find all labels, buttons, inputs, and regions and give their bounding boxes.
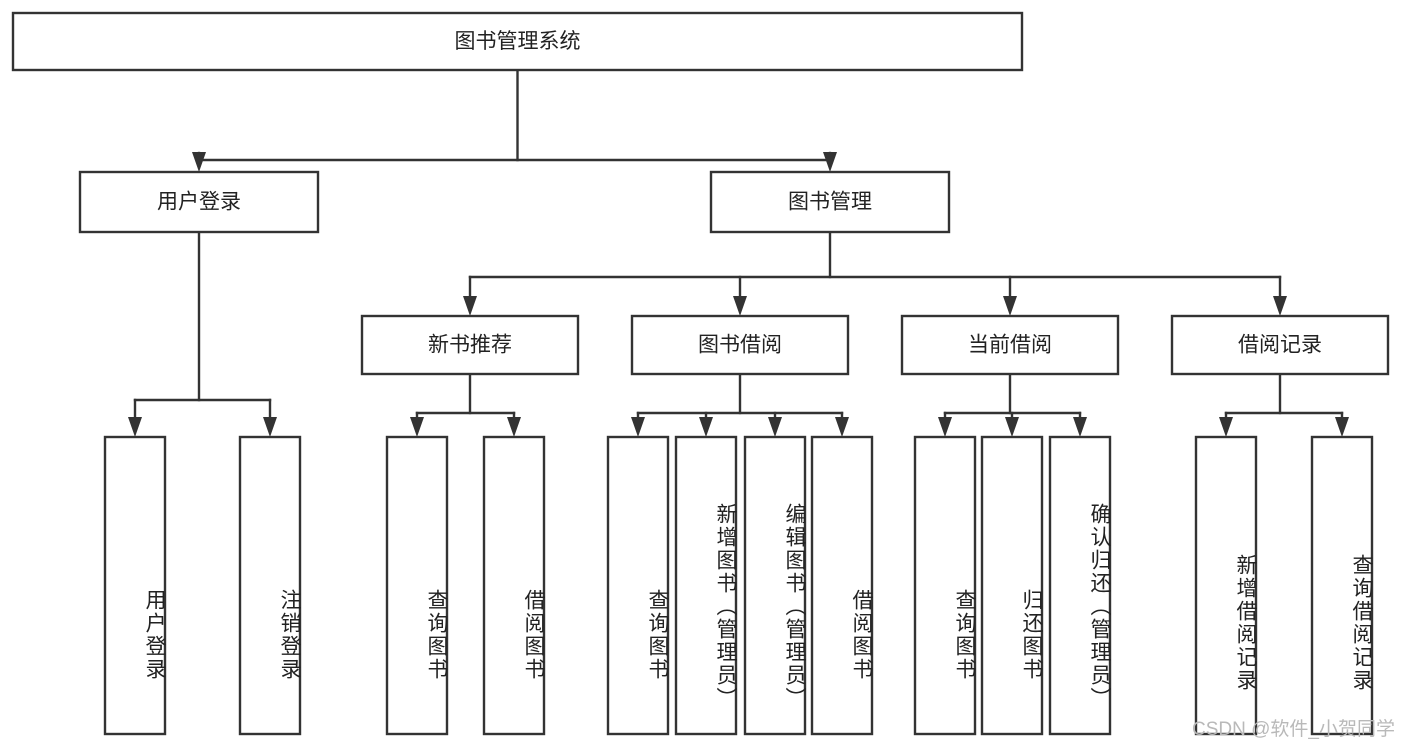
node-box-leaf-7 — [810, 435, 874, 736]
node-label-level3-0: 新书推荐 — [428, 334, 512, 357]
csdn-watermark: CSDN @软件_小贺同学 — [1192, 719, 1395, 740]
node-box-leaf-2 — [385, 435, 449, 736]
node-label-leaf-8: 查询图书 — [953, 588, 976, 681]
node-label-leaf-1: 注销登录 — [278, 588, 301, 681]
node-box-leaf-12 — [1310, 435, 1374, 736]
node-box-level3-0 — [360, 314, 580, 376]
arrow-head-icon — [192, 152, 206, 172]
connector-lines — [128, 68, 1349, 437]
node-box-leaf-10 — [1048, 435, 1112, 736]
node-box-root — [11, 11, 1024, 72]
arrow-head-icon — [631, 417, 645, 437]
node-box-leaf-3 — [482, 435, 546, 736]
arrow-head-icon — [733, 296, 747, 316]
node-box-leaf-9 — [980, 435, 1044, 736]
node-label-leaf-5: 新增图书（管理员） — [714, 502, 737, 710]
node-label-leaf-2: 查询图书 — [425, 588, 448, 681]
node-boxes — [11, 11, 1390, 736]
arrow-head-icon — [1003, 296, 1017, 316]
node-box-leaf-11 — [1194, 435, 1258, 736]
arrow-head-icon — [835, 417, 849, 437]
arrow-head-icon — [1335, 417, 1349, 437]
node-label-leaf-0: 用户登录 — [143, 588, 166, 681]
node-box-leaf-5 — [674, 435, 738, 736]
arrow-head-icon — [1219, 417, 1233, 437]
arrow-head-icon — [1005, 417, 1019, 437]
node-label-root: 图书管理系统 — [455, 30, 581, 53]
node-box-level3-1 — [630, 314, 850, 376]
arrow-head-icon — [410, 417, 424, 437]
arrow-head-icon — [263, 417, 277, 437]
node-label-level3-3: 借阅记录 — [1238, 334, 1322, 357]
arrow-head-icon — [938, 417, 952, 437]
node-box-level3-2 — [900, 314, 1120, 376]
arrow-head-icon — [128, 417, 142, 437]
node-label-leaf-11: 新增借阅记录 — [1234, 554, 1257, 693]
arrow-head-icon — [463, 296, 477, 316]
node-label-leaf-9: 归还图书 — [1020, 588, 1043, 681]
node-box-level3-3 — [1170, 314, 1390, 376]
node-label-leaf-10: 确认归还（管理员） — [1088, 502, 1111, 710]
node-box-leaf-1 — [238, 435, 302, 736]
arrow-head-icon — [768, 417, 782, 437]
arrow-head-icon — [699, 417, 713, 437]
node-box-leaf-4 — [606, 435, 670, 736]
arrow-head-icon — [507, 417, 521, 437]
node-label-leaf-12: 查询借阅记录 — [1350, 554, 1373, 693]
node-label-leaf-7: 借阅图书 — [850, 588, 873, 681]
node-label-level2-0: 用户登录 — [157, 191, 241, 214]
arrow-head-icon — [1273, 296, 1287, 316]
node-label-leaf-6: 编辑图书（管理员） — [783, 502, 806, 710]
node-label-level3-1: 图书借阅 — [698, 334, 782, 357]
node-label-leaf-4: 查询图书 — [646, 588, 669, 681]
arrow-head-icon — [1073, 417, 1087, 437]
node-label-level2-1: 图书管理 — [788, 191, 872, 214]
node-label-level3-2: 当前借阅 — [968, 334, 1052, 357]
node-box-level2-0 — [78, 170, 320, 234]
node-box-leaf-8 — [913, 435, 977, 736]
node-box-leaf-0 — [103, 435, 167, 736]
node-box-level2-1 — [709, 170, 951, 234]
node-label-leaf-3: 借阅图书 — [522, 588, 545, 681]
arrow-head-icon — [823, 152, 837, 172]
node-box-leaf-6 — [743, 435, 807, 736]
